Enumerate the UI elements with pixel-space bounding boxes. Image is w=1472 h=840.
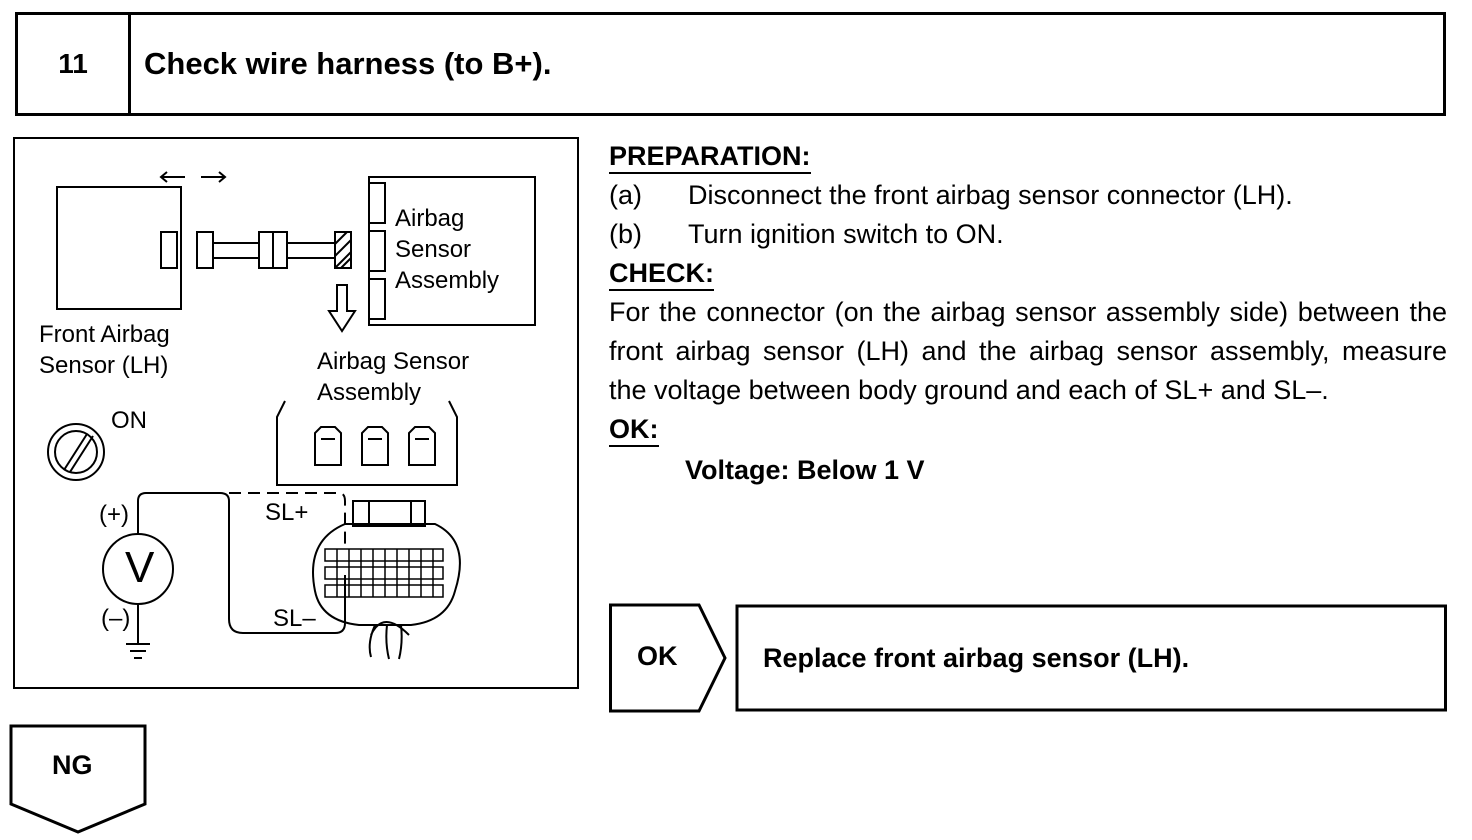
step-number: 11	[18, 15, 131, 113]
ng-badge-label: NG	[52, 750, 93, 780]
front-airbag-sensor	[56, 186, 182, 310]
ignition-on-label: ON	[111, 407, 147, 434]
preparation-step-b: (b) Turn ignition switch to ON.	[609, 219, 1004, 249]
ok-spec: Voltage: Below 1 V	[685, 455, 925, 485]
airbag-assembly-label-line1: Airbag Sensor	[317, 348, 470, 375]
wiring-diagram: Front Airbag Sensor (LH) Airbag Sensor A…	[13, 137, 579, 689]
diagram-illustration	[47, 171, 536, 660]
ecu-connector-pins	[324, 548, 444, 598]
ecu-connector-latch	[352, 500, 426, 527]
preparation-heading: PREPARATION:	[609, 137, 1447, 176]
step-title: Check wire harness (to B+).	[144, 46, 552, 81]
airbag-assembly-label-line2: Assembly	[317, 379, 422, 406]
ok-badge-shape	[609, 603, 727, 713]
ok-heading: OK:	[609, 410, 1447, 449]
ok-result-frame	[609, 603, 1447, 713]
ecu-connector-outline	[312, 523, 461, 626]
harness-wires	[368, 621, 410, 660]
front-airbag-sensor-label-line2: Sensor (LH)	[39, 352, 169, 379]
check-heading: CHECK:	[609, 254, 1447, 293]
front-airbag-sensor-label-line1: Front Airbag	[39, 321, 170, 348]
front-sensor-connector	[160, 231, 178, 269]
ignition-switch	[47, 423, 105, 481]
harness-connector-right-hatched	[334, 231, 352, 269]
step-header: 11 Check wire harness (to B+).	[15, 12, 1446, 116]
disconnect-arrow-right	[201, 171, 227, 183]
ok-result: OK Replace front airbag sensor (LH).	[609, 603, 1447, 713]
connector-cavity-1	[314, 426, 342, 466]
connector-face-bracket	[276, 400, 458, 486]
connector-cavity-2	[361, 426, 389, 466]
sl-minus-label: SL–	[273, 605, 316, 632]
ng-badge: NG	[9, 724, 149, 836]
voltmeter-label: V	[125, 543, 155, 592]
airbag-assembly-top-label-line3: Assembly	[395, 267, 500, 294]
check-text: For the connector (on the airbag sensor …	[609, 297, 1447, 405]
harness-connector-left	[196, 231, 214, 269]
disconnect-arrow-left	[159, 171, 185, 183]
airbag-assembly-top-label-line2: Sensor	[395, 236, 472, 263]
instructions: PREPARATION: (a) Disconnect the front ai…	[609, 137, 1447, 490]
connector-cavity-3	[408, 426, 436, 466]
ng-badge-shape	[9, 724, 147, 834]
wire-plus-dashed	[229, 492, 346, 549]
ok-action-text: Replace front airbag sensor (LH).	[763, 642, 1190, 673]
sl-plus-label: SL+	[265, 499, 309, 526]
ok-action-box	[735, 604, 1447, 712]
ground-symbol	[126, 643, 150, 659]
wire-plus	[137, 492, 346, 634]
airbag-assembly-top-label-line1: Airbag	[395, 205, 465, 232]
positive-probe-label: (+)	[99, 501, 129, 528]
negative-probe-label: (–)	[101, 605, 131, 632]
ok-badge: OK	[637, 641, 678, 671]
preparation-step-a: (a) Disconnect the front airbag sensor c…	[609, 180, 1293, 210]
down-arrow	[327, 284, 357, 333]
